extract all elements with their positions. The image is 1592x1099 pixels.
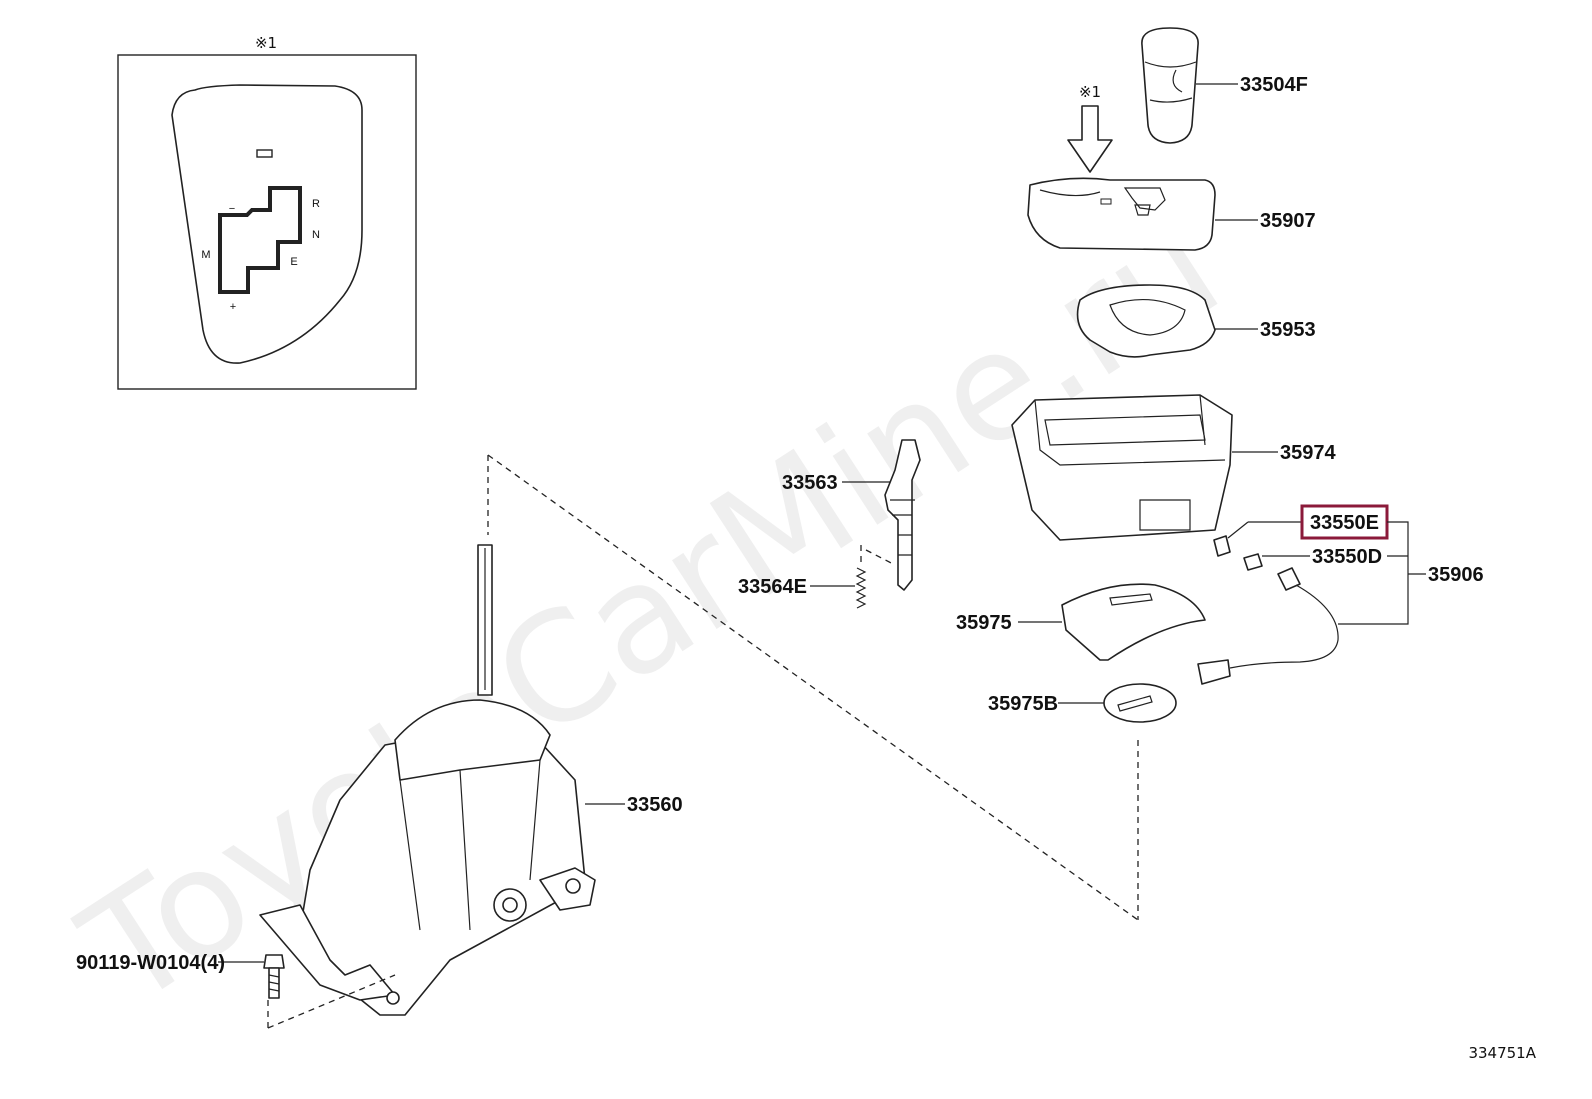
assembly-lines bbox=[267, 454, 1139, 1029]
lever-part[interactable]: 33563 bbox=[782, 439, 921, 591]
label-33504F: 33504F bbox=[1240, 74, 1308, 96]
indicator-housing-part[interactable]: 35907 bbox=[1027, 177, 1316, 251]
view-arrow: ※1 bbox=[1067, 83, 1113, 173]
plate-part[interactable]: 35953 bbox=[1076, 284, 1316, 358]
spring-part[interactable]: 33564E bbox=[738, 545, 896, 609]
shift-housing-part[interactable]: 35974 bbox=[1011, 394, 1336, 541]
slide-plate-part[interactable]: 35975B bbox=[988, 683, 1177, 723]
label-33550D: 33550D bbox=[1312, 546, 1382, 568]
gate-m-label: M bbox=[201, 249, 210, 261]
slide-cover-part[interactable]: 35975 bbox=[956, 583, 1206, 661]
gate-minus-label: − bbox=[229, 203, 235, 215]
label-35974: 35974 bbox=[1280, 442, 1336, 464]
shift-lever-assembly-part[interactable]: 33560 bbox=[259, 544, 683, 1016]
gate-r-label: R bbox=[312, 198, 320, 210]
bolt-part[interactable]: 90119-W0104(4) bbox=[76, 952, 285, 999]
label-33560: 33560 bbox=[627, 794, 683, 816]
label-33563: 33563 bbox=[782, 472, 838, 494]
label-35975B: 35975B bbox=[988, 693, 1058, 715]
shift-knob-part[interactable]: 33504F bbox=[1141, 27, 1308, 144]
label-35975: 35975 bbox=[956, 612, 1012, 634]
label-35907: 35907 bbox=[1260, 210, 1316, 232]
inset-marker: ※1 bbox=[255, 34, 277, 52]
gate-plus-label: + bbox=[230, 301, 236, 313]
diagram-ref: 334751A bbox=[1468, 1044, 1536, 1062]
label-33550E[interactable]: 33550E bbox=[1310, 512, 1379, 534]
label-35953: 35953 bbox=[1260, 319, 1316, 341]
inset-panel: ※1 − + M R N E bbox=[117, 34, 417, 390]
bulb-part[interactable]: 33550D bbox=[1243, 546, 1382, 571]
view-marker: ※1 bbox=[1079, 83, 1101, 101]
label-35906: 35906 bbox=[1428, 564, 1484, 586]
label-90119: 90119-W0104(4) bbox=[76, 952, 225, 974]
gate-n-label: N bbox=[312, 229, 320, 241]
wire-harness-part[interactable]: 35906 bbox=[1197, 521, 1484, 685]
gate-e-label: E bbox=[290, 256, 297, 268]
label-33564E: 33564E bbox=[738, 576, 807, 598]
bulb-socket-part[interactable]: 33550E bbox=[1213, 504, 1389, 557]
